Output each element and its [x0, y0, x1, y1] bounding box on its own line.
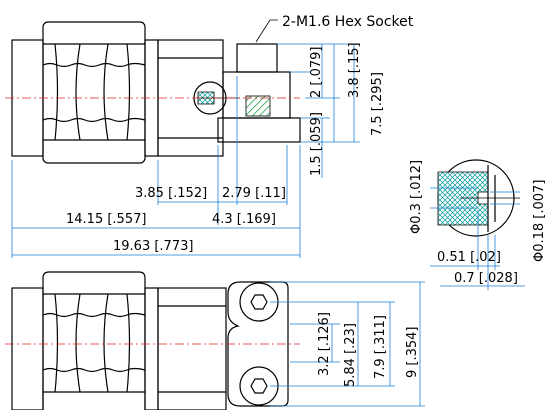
callout-label: 2-M1.6 Hex Socket [282, 14, 414, 30]
dim-phi-0-3: Φ0.3 [.012] [409, 160, 424, 234]
top-bottom-dimensions: 3.85 [.152] 2.79 [.11] 14.15 [.557] 4.3 … [11, 76, 301, 258]
detail-view: Φ0.3 [.012] Φ0.18 [.007] 0.51 [.02] 0.7 … [409, 159, 547, 290]
dim-3-8: 3.8 [.15] [347, 42, 362, 98]
top-right-dimensions: 2 [.079] 3.8 [.15] 7.5 [.295] 1.5 [.059] [277, 42, 385, 178]
top-view: 2-M1.6 Hex Socket 2 [.079] 3.8 [.15] 7.5… [5, 14, 414, 258]
coupling-nut-side [11, 271, 146, 410]
dim-4-3: 4.3 [.169] [212, 212, 276, 227]
dim-2-79: 2.79 [.11] [222, 186, 286, 201]
dim-1-5: 1.5 [.059] [309, 112, 324, 176]
dim-3-85: 3.85 [.152] [135, 186, 207, 201]
dim-19-63: 19.63 [.773] [113, 239, 193, 254]
dim-phi-0-18: Φ0.18 [.007] [532, 180, 547, 262]
dim-9: 9 [.354] [405, 327, 420, 379]
coupling-nut [11, 21, 146, 164]
dim-5-84: 5.84 [.23] [343, 323, 358, 387]
dim-14-15: 14.15 [.557] [66, 212, 146, 227]
dim-3-2: 3.2 [.126] [317, 312, 332, 376]
bottom-view: 3.2 [.126] 5.84 [.23] 7.9 [.311] 9 [.354… [5, 271, 425, 410]
dim-2: 2 [.079] [309, 47, 324, 99]
dim-7-9: 7.9 [.311] [373, 315, 388, 379]
dim-7-5: 7.5 [.295] [370, 72, 385, 136]
dim-0-7: 0.7 [.028] [454, 271, 518, 286]
dim-0-51: 0.51 [.02] [437, 250, 501, 265]
bottom-dimensions: 3.2 [.126] 5.84 [.23] 7.9 [.311] 9 [.354… [270, 281, 425, 407]
hex-socket-callout: 2-M1.6 Hex Socket [255, 14, 414, 43]
body-side [144, 281, 289, 410]
